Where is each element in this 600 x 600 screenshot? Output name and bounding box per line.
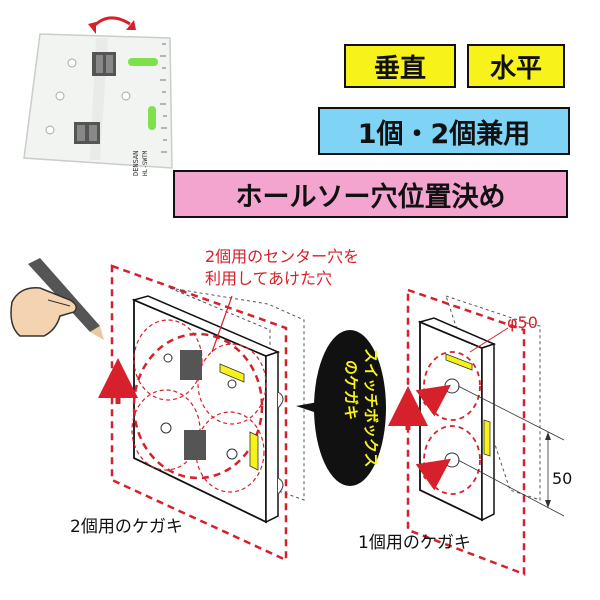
caption-double-gang: 2個用のケガキ [70, 517, 183, 537]
tag-horizontal: 水平 [467, 44, 565, 88]
caption-single-gang: 1個用のケガキ [358, 533, 471, 553]
spacing-dimension-label: 50 [552, 469, 573, 488]
single-gang-diagram [388, 288, 565, 576]
tag-hole-saw: ホールソー穴位置決め [173, 170, 568, 218]
product-model: HL-SWTM [142, 150, 149, 176]
bubble-line2: のケガキ [342, 360, 360, 420]
level-vial-icon [445, 353, 473, 371]
switch-box-bubble: スイッチボックス のケガキ [296, 330, 386, 486]
diameter-label: φ50 [507, 313, 538, 332]
center-hole-note-line2: 利用してあけた穴 [205, 269, 333, 288]
rotate-arrow-icon [90, 16, 131, 30]
level-vial-icon [128, 58, 158, 66]
level-vial-icon [148, 106, 156, 130]
hinge-icon [180, 350, 202, 380]
bubble-line1: スイッチボックス [362, 348, 380, 468]
hand-pencil-icon [10, 258, 104, 340]
level-vial-icon [483, 419, 491, 457]
tag-dual-use: 1個・2個兼用 [318, 107, 570, 155]
level-vial-icon [219, 363, 245, 383]
double-gang-diagram [98, 264, 305, 562]
tag-vertical: 垂直 [344, 44, 456, 88]
level-vial-icon [249, 431, 259, 471]
product-brand: DENSAN [132, 151, 140, 176]
center-hole-note: 2個用のセンター穴を 利用してあけた穴 [205, 246, 405, 290]
center-hole-note-line1: 2個用のセンター穴を [205, 247, 360, 266]
product-photo: DENSAN HL-SWTM [23, 16, 173, 176]
hinge-icon [184, 430, 206, 460]
